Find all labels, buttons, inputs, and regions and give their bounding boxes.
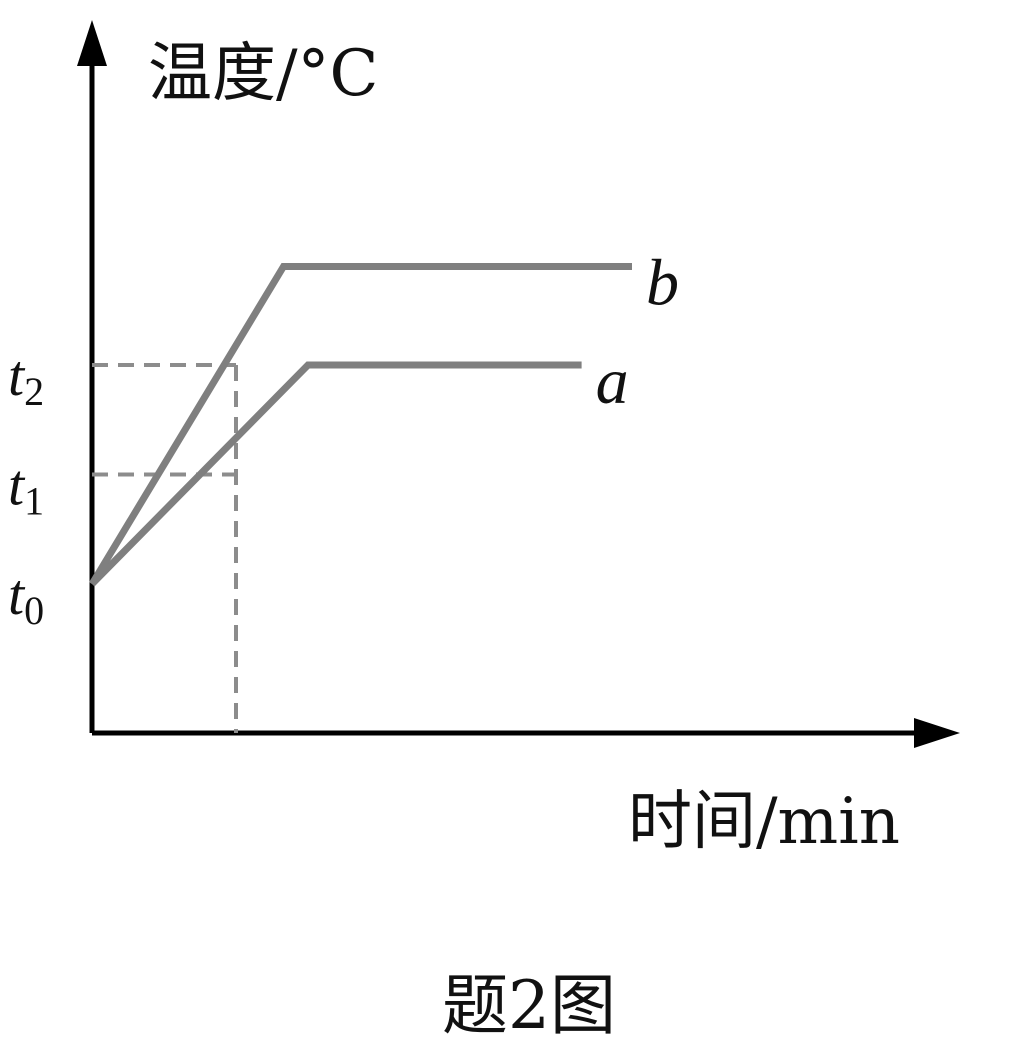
y-tick-var: t bbox=[8, 453, 26, 518]
labels: 温度/°C 时间/min 题2图 bbox=[148, 37, 900, 1044]
y-tick-var: t bbox=[8, 343, 26, 408]
y-tick-subscript: 2 bbox=[24, 369, 44, 414]
reference-lines bbox=[92, 363, 238, 733]
figure-caption: 题2图 bbox=[442, 967, 616, 1044]
x-axis-arrow bbox=[914, 718, 960, 748]
y-axis-label: 温度/°C bbox=[148, 37, 379, 111]
y-tick-subscript: 0 bbox=[24, 588, 44, 633]
series-group bbox=[89, 262, 632, 587]
series-line-a bbox=[89, 361, 582, 587]
series-labels: ab bbox=[596, 246, 679, 418]
series-line-b bbox=[89, 262, 632, 586]
y-axis-arrow bbox=[77, 20, 107, 66]
series-label-a: a bbox=[596, 345, 629, 418]
y-tick-label-t0: t0 bbox=[8, 562, 44, 633]
y-tick-var: t bbox=[8, 562, 26, 627]
y-tick-label-t1: t1 bbox=[8, 453, 44, 524]
y-tick-label-t2: t2 bbox=[8, 343, 44, 414]
axes bbox=[77, 20, 960, 748]
y-tick-subscript: 1 bbox=[24, 479, 44, 524]
x-axis-label: 时间/min bbox=[628, 785, 900, 859]
series-label-b: b bbox=[646, 246, 679, 319]
